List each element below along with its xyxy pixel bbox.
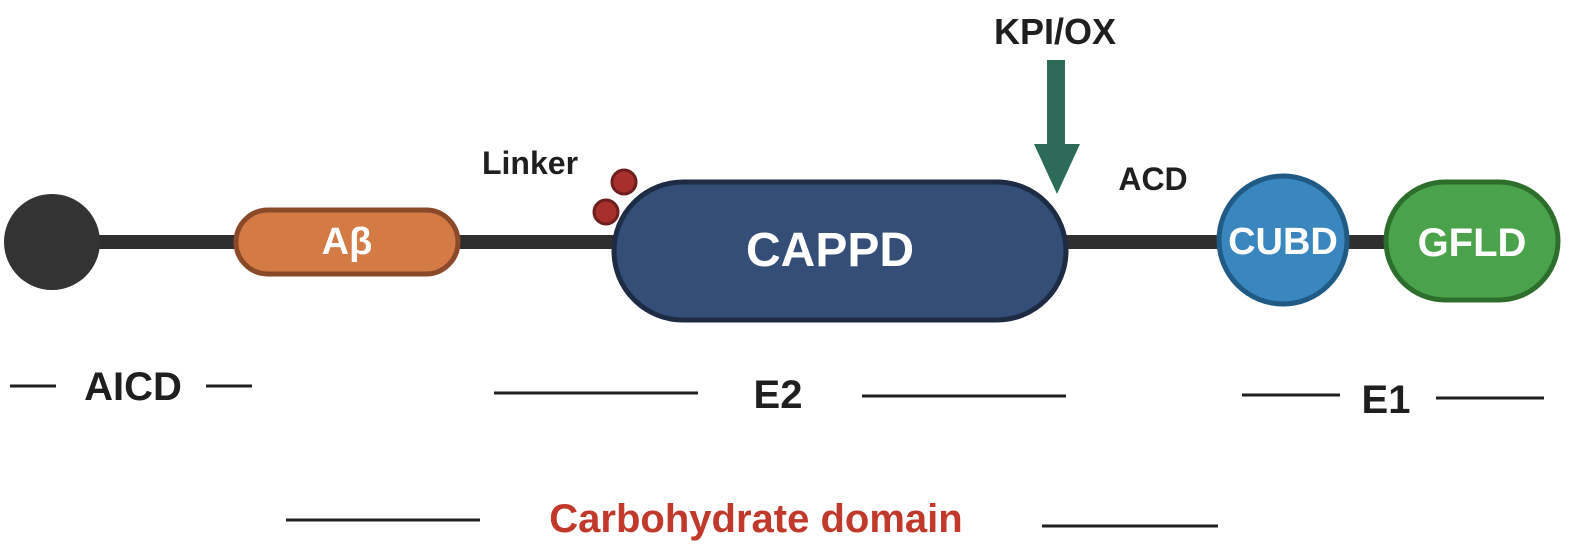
abeta-domain (233, 207, 461, 277)
linker-dot-top (610, 168, 638, 196)
cappd-label: CAPPD (746, 224, 914, 277)
aicd-label: AICD (84, 365, 182, 409)
linker-label: Linker (482, 145, 578, 181)
linker-dot-bottom (592, 198, 620, 226)
gfld-label: GFLD (1418, 221, 1527, 265)
e2-label: E2 (754, 373, 803, 417)
abeta-label: Aβ (322, 221, 373, 263)
kpi-ox-arrow-shaft (1047, 60, 1065, 148)
cappd-domain (611, 179, 1069, 323)
gfld-domain (1383, 179, 1561, 303)
cubd-domain (1216, 173, 1350, 307)
kpi-ox-label: KPI/OX (994, 11, 1116, 52)
e1-label: E1 (1362, 378, 1411, 422)
carbohydrate-domain-label: Carbohydrate domain (549, 497, 962, 541)
kpi-ox-arrow-head (1034, 144, 1080, 194)
acd-label: ACD (1118, 161, 1187, 197)
cubd-label: CUBD (1228, 221, 1338, 263)
terminal-circle (4, 194, 100, 290)
